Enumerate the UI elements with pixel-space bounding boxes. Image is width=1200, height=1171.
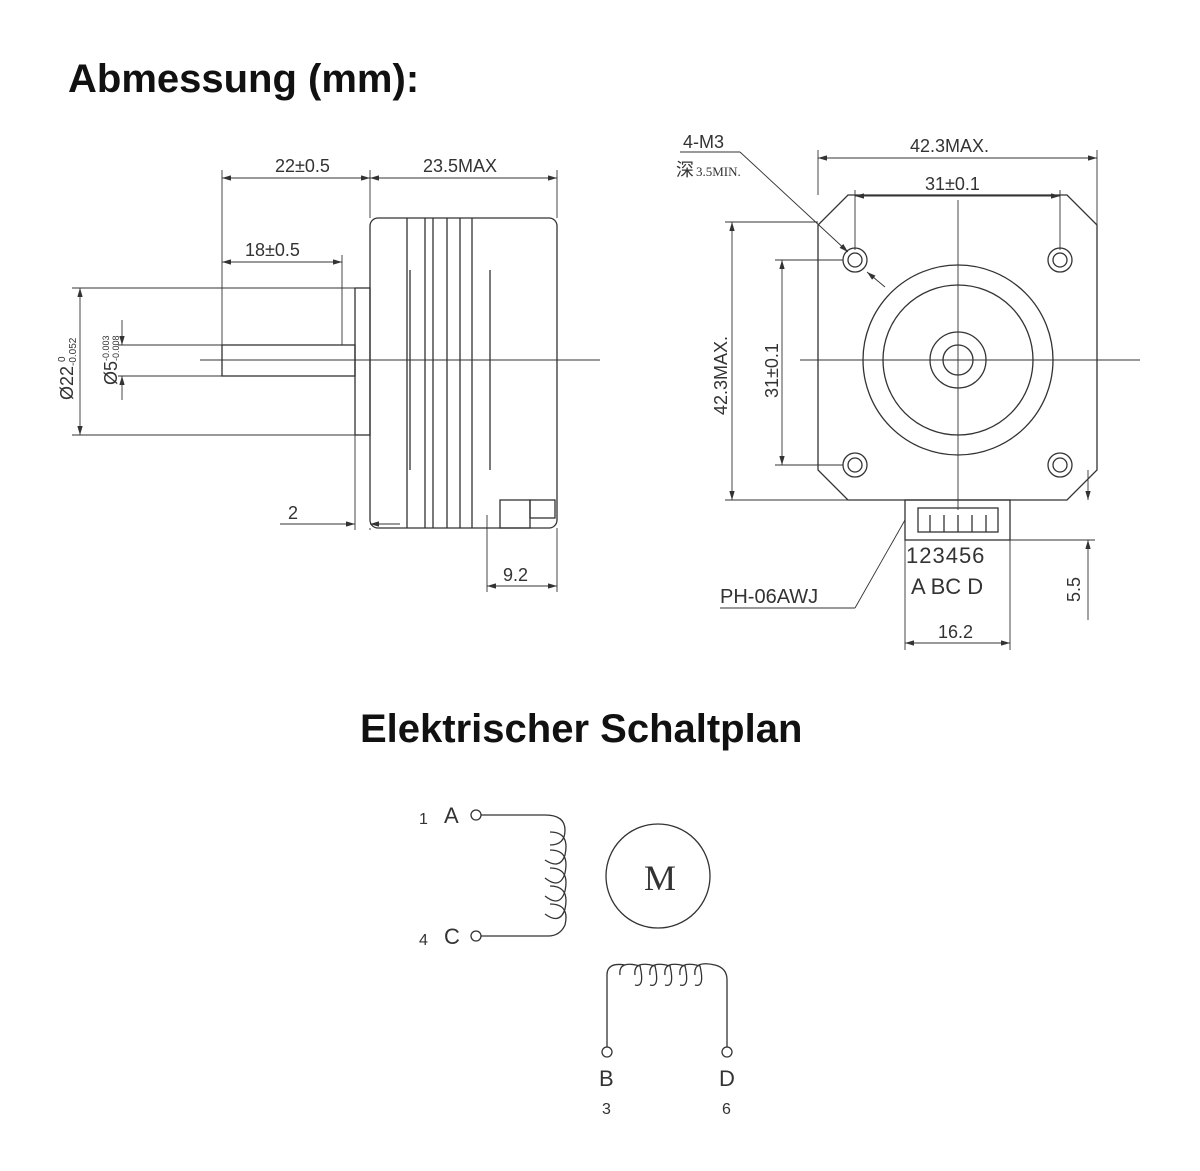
pin-3: 3 bbox=[602, 1101, 611, 1118]
hole-depth-label: 3.5MIN. bbox=[696, 164, 741, 179]
front-view: 42.3MAX. 31±0.1 42.3MAX. 31±0.1 4-M3 深 3… bbox=[676, 132, 1140, 650]
dim-height: 42.3MAX. bbox=[711, 336, 731, 415]
wiring-schematic: M A 1 C 4 B 3 D 6 bbox=[419, 803, 735, 1118]
motor-symbol: M bbox=[644, 858, 676, 898]
tol-lower: -0.052 bbox=[68, 337, 79, 366]
dim-flange-thickness: 2 bbox=[288, 503, 298, 523]
hole-spec-label: 4-M3 bbox=[683, 132, 724, 152]
connector-label: PH-06AWJ bbox=[720, 586, 818, 608]
dim-connector-width: 16.2 bbox=[938, 622, 973, 642]
dim-shaft-length: 22±0.5 bbox=[275, 156, 330, 176]
pin-numbers: 123456 bbox=[906, 543, 985, 568]
coil-ac bbox=[481, 814, 567, 937]
tol-upper: 0 bbox=[57, 356, 68, 362]
dim-width: 42.3MAX. bbox=[910, 136, 989, 156]
dim-shaft-diameter: Ø5 bbox=[101, 361, 121, 385]
dimensions-heading: Abmessung (mm): bbox=[68, 57, 419, 101]
side-view: 22±0.5 23.5MAX 18±0.5 Ø22 0-0.052 Ø5-0.00… bbox=[57, 156, 600, 592]
dim-hole-spacing-v: 31±0.1 bbox=[762, 343, 782, 398]
dim-flange-diameter: Ø22 bbox=[57, 366, 77, 400]
pin-4: 4 bbox=[419, 932, 428, 949]
terminal-c: C bbox=[444, 924, 460, 949]
pin-6: 6 bbox=[722, 1101, 731, 1118]
terminal-b: B bbox=[599, 1066, 614, 1091]
dim-connector-offset: 9.2 bbox=[503, 565, 528, 585]
coil-bd bbox=[606, 963, 728, 1047]
hole-depth-char: 深 bbox=[676, 160, 694, 180]
terminal-d: D bbox=[719, 1066, 735, 1091]
schematic-heading: Elektrischer Schaltplan bbox=[360, 707, 802, 751]
dim-hole-spacing-h: 31±0.1 bbox=[925, 174, 980, 194]
dim-body-length: 23.5MAX bbox=[423, 156, 497, 176]
mounting-holes bbox=[842, 247, 1073, 478]
tol-upper: -0.003 bbox=[101, 335, 111, 361]
pin-labels: A BC D bbox=[911, 574, 983, 599]
dim-flat-length: 18±0.5 bbox=[245, 240, 300, 260]
pin-1: 1 bbox=[419, 811, 428, 828]
terminal-a: A bbox=[444, 803, 459, 828]
tol-lower: -0.008 bbox=[111, 335, 121, 361]
dim-connector-height: 5.5 bbox=[1064, 577, 1084, 602]
